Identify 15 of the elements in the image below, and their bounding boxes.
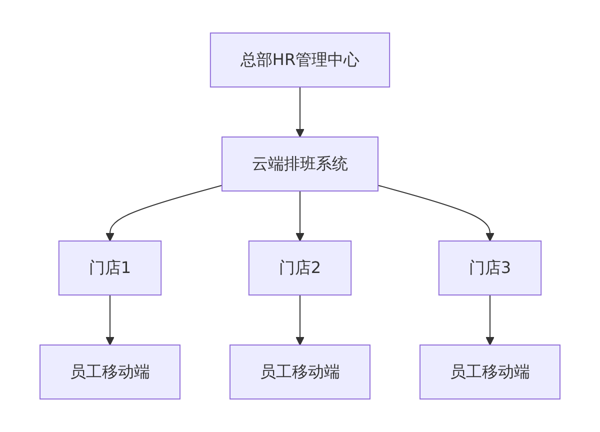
node-box: 员工移动端 (230, 344, 370, 400)
node-box: 门店1 (58, 240, 162, 296)
node-box: 门店2 (248, 240, 352, 296)
node-box: 门店3 (438, 240, 542, 296)
node-box: 员工移动端 (40, 344, 180, 400)
arrow (296, 190, 304, 242)
arrow (296, 86, 304, 138)
node-box: 总部HR管理中心 (210, 32, 390, 88)
node-box: 云端排班系统 (222, 136, 378, 192)
arrow (486, 294, 494, 346)
arrow (106, 184, 222, 242)
arrow (378, 184, 494, 242)
arrow (296, 294, 304, 346)
node-box: 员工移动端 (420, 344, 560, 400)
arrow (106, 294, 114, 346)
